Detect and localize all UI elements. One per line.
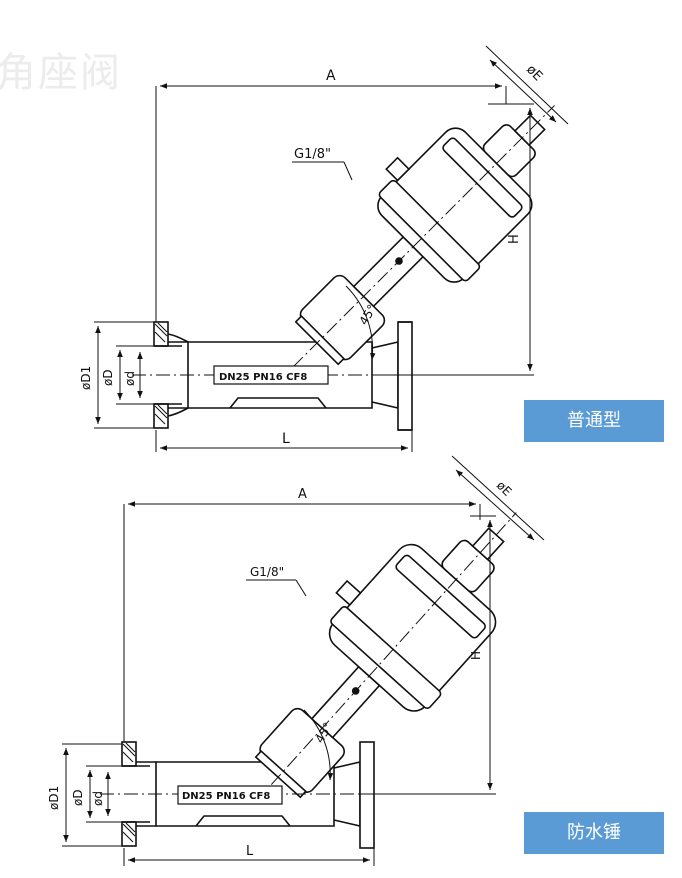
labels-standard: A øE H L øD1 øD ød 45° G1/8" DN25 PN16 C…	[79, 62, 545, 447]
dim-d-label: øD	[71, 789, 85, 806]
dim-d-label: øD	[101, 369, 115, 386]
dim-a-label: A	[298, 487, 307, 502]
dim-l-label: L	[246, 844, 254, 859]
dim-e-label: øE	[523, 62, 545, 84]
right-clamp-end	[359, 741, 375, 849]
drawing-standard	[94, 45, 569, 452]
left-clamp-end	[153, 321, 189, 429]
variant-badge-anti-water-hammer: 防水锤	[524, 812, 664, 854]
body-mark-label: DN25 PN16 CF8	[219, 372, 307, 383]
right-clamp-end	[397, 321, 413, 431]
dim-h-label: H	[469, 651, 483, 660]
dim-l-label: L	[282, 431, 290, 447]
dim-a-label: A	[326, 68, 336, 84]
watermark-text: 角座阀	[0, 50, 122, 96]
left-clamp-end	[121, 741, 156, 847]
actuator-assembly	[254, 512, 517, 803]
variant-badge-standard: 普通型	[524, 400, 664, 442]
port-label: G1/8"	[250, 565, 284, 579]
dim-small-d-label: ød	[123, 371, 137, 386]
body-mark-label: DN25 PN16 CF8	[182, 791, 270, 802]
dim-d1-label: øD1	[47, 786, 61, 810]
dim-h-label: H	[507, 234, 522, 244]
port-label: G1/8"	[294, 147, 331, 162]
drawing-anti-water-hammer	[62, 455, 545, 866]
actuator-assembly	[292, 105, 555, 368]
dim-e-label: øE	[494, 478, 514, 498]
dim-d1-label: øD1	[79, 366, 93, 390]
dim-small-d-label: ød	[91, 791, 105, 806]
